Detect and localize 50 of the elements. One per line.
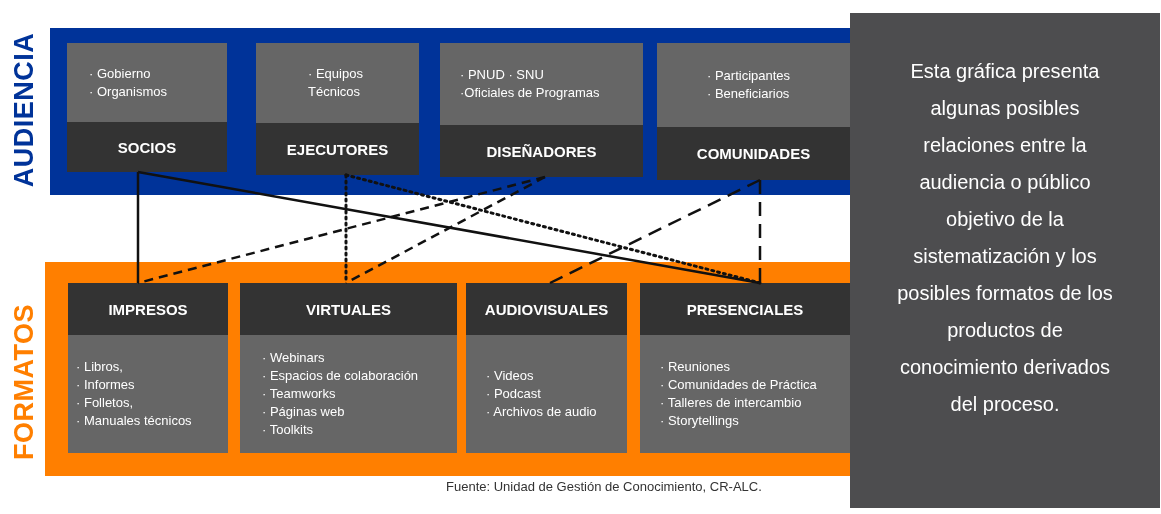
list-item: · Gobierno (89, 64, 151, 83)
card-title: EJECUTORES (256, 123, 419, 175)
category-card (640, 283, 850, 453)
list-item: · Manuales técnicos (76, 412, 192, 430)
list-item: · Folletos, (76, 394, 134, 412)
connector-line (136, 172, 140, 283)
category-card (240, 283, 457, 453)
list-item: · Webinars (262, 349, 325, 367)
category-card (68, 283, 228, 453)
list-item: · Beneficiarios (707, 85, 790, 103)
source-caption: Fuente: Unidad de Gestión de Conocimiento, CR-ALC. (446, 479, 762, 494)
list-item: · Páginas web (262, 403, 345, 421)
list-item: · Teamworks (262, 385, 336, 403)
card-title: PRESENCIALES (640, 283, 850, 335)
category-card (67, 43, 227, 172)
connector-line (344, 173, 762, 285)
card-title: AUDIOVISUALES (466, 283, 627, 335)
list-item: · Videos (486, 367, 534, 385)
connector-line (345, 175, 546, 285)
list-item: · Toolkits (262, 421, 314, 439)
list-item: · Equipos Técnicos (308, 65, 364, 101)
list-item: · Archivos de audio (486, 403, 597, 421)
connector-line (137, 175, 546, 285)
list-item: · Libros, (76, 358, 123, 376)
card-title: DISEÑADORES (440, 125, 643, 177)
description-panel (850, 13, 1160, 508)
list-item: · PNUD · SNU (460, 66, 544, 84)
category-card (657, 43, 850, 180)
list-item: · Comunidades de Práctica (660, 376, 817, 394)
list-item: ·Oficiales de Programas (460, 84, 600, 102)
list-item: · Podcast (486, 385, 541, 403)
list-item: · Informes (76, 376, 135, 394)
list-item: · Participantes (707, 67, 791, 85)
list-item: · Storytellings (660, 412, 739, 430)
card-title: VIRTUALES (240, 283, 457, 335)
list-item: · Organismos (89, 82, 168, 101)
card-title: SOCIOS (67, 122, 227, 172)
category-card (466, 283, 627, 453)
band-heading: AUDIENCIA (8, 32, 40, 188)
band-heading: FORMATOS (8, 304, 40, 460)
list-item: · Espacios de colaboración (262, 367, 419, 385)
description-text: Esta gráfica presenta algunas posibles relaciones entre la audiencia o público objetivo de la sistematización y los posibles formatos de los productos de conocimiento derivados del proceso. (896, 59, 1114, 417)
category-card (440, 43, 643, 177)
list-item: · Talleres de intercambio (660, 394, 802, 412)
list-item: · Reuniones (660, 358, 731, 376)
connector-line (758, 180, 762, 283)
category-card (256, 43, 419, 175)
connector-line (549, 178, 761, 285)
card-title: IMPRESOS (68, 283, 228, 335)
card-title: COMUNIDADES (657, 127, 850, 180)
